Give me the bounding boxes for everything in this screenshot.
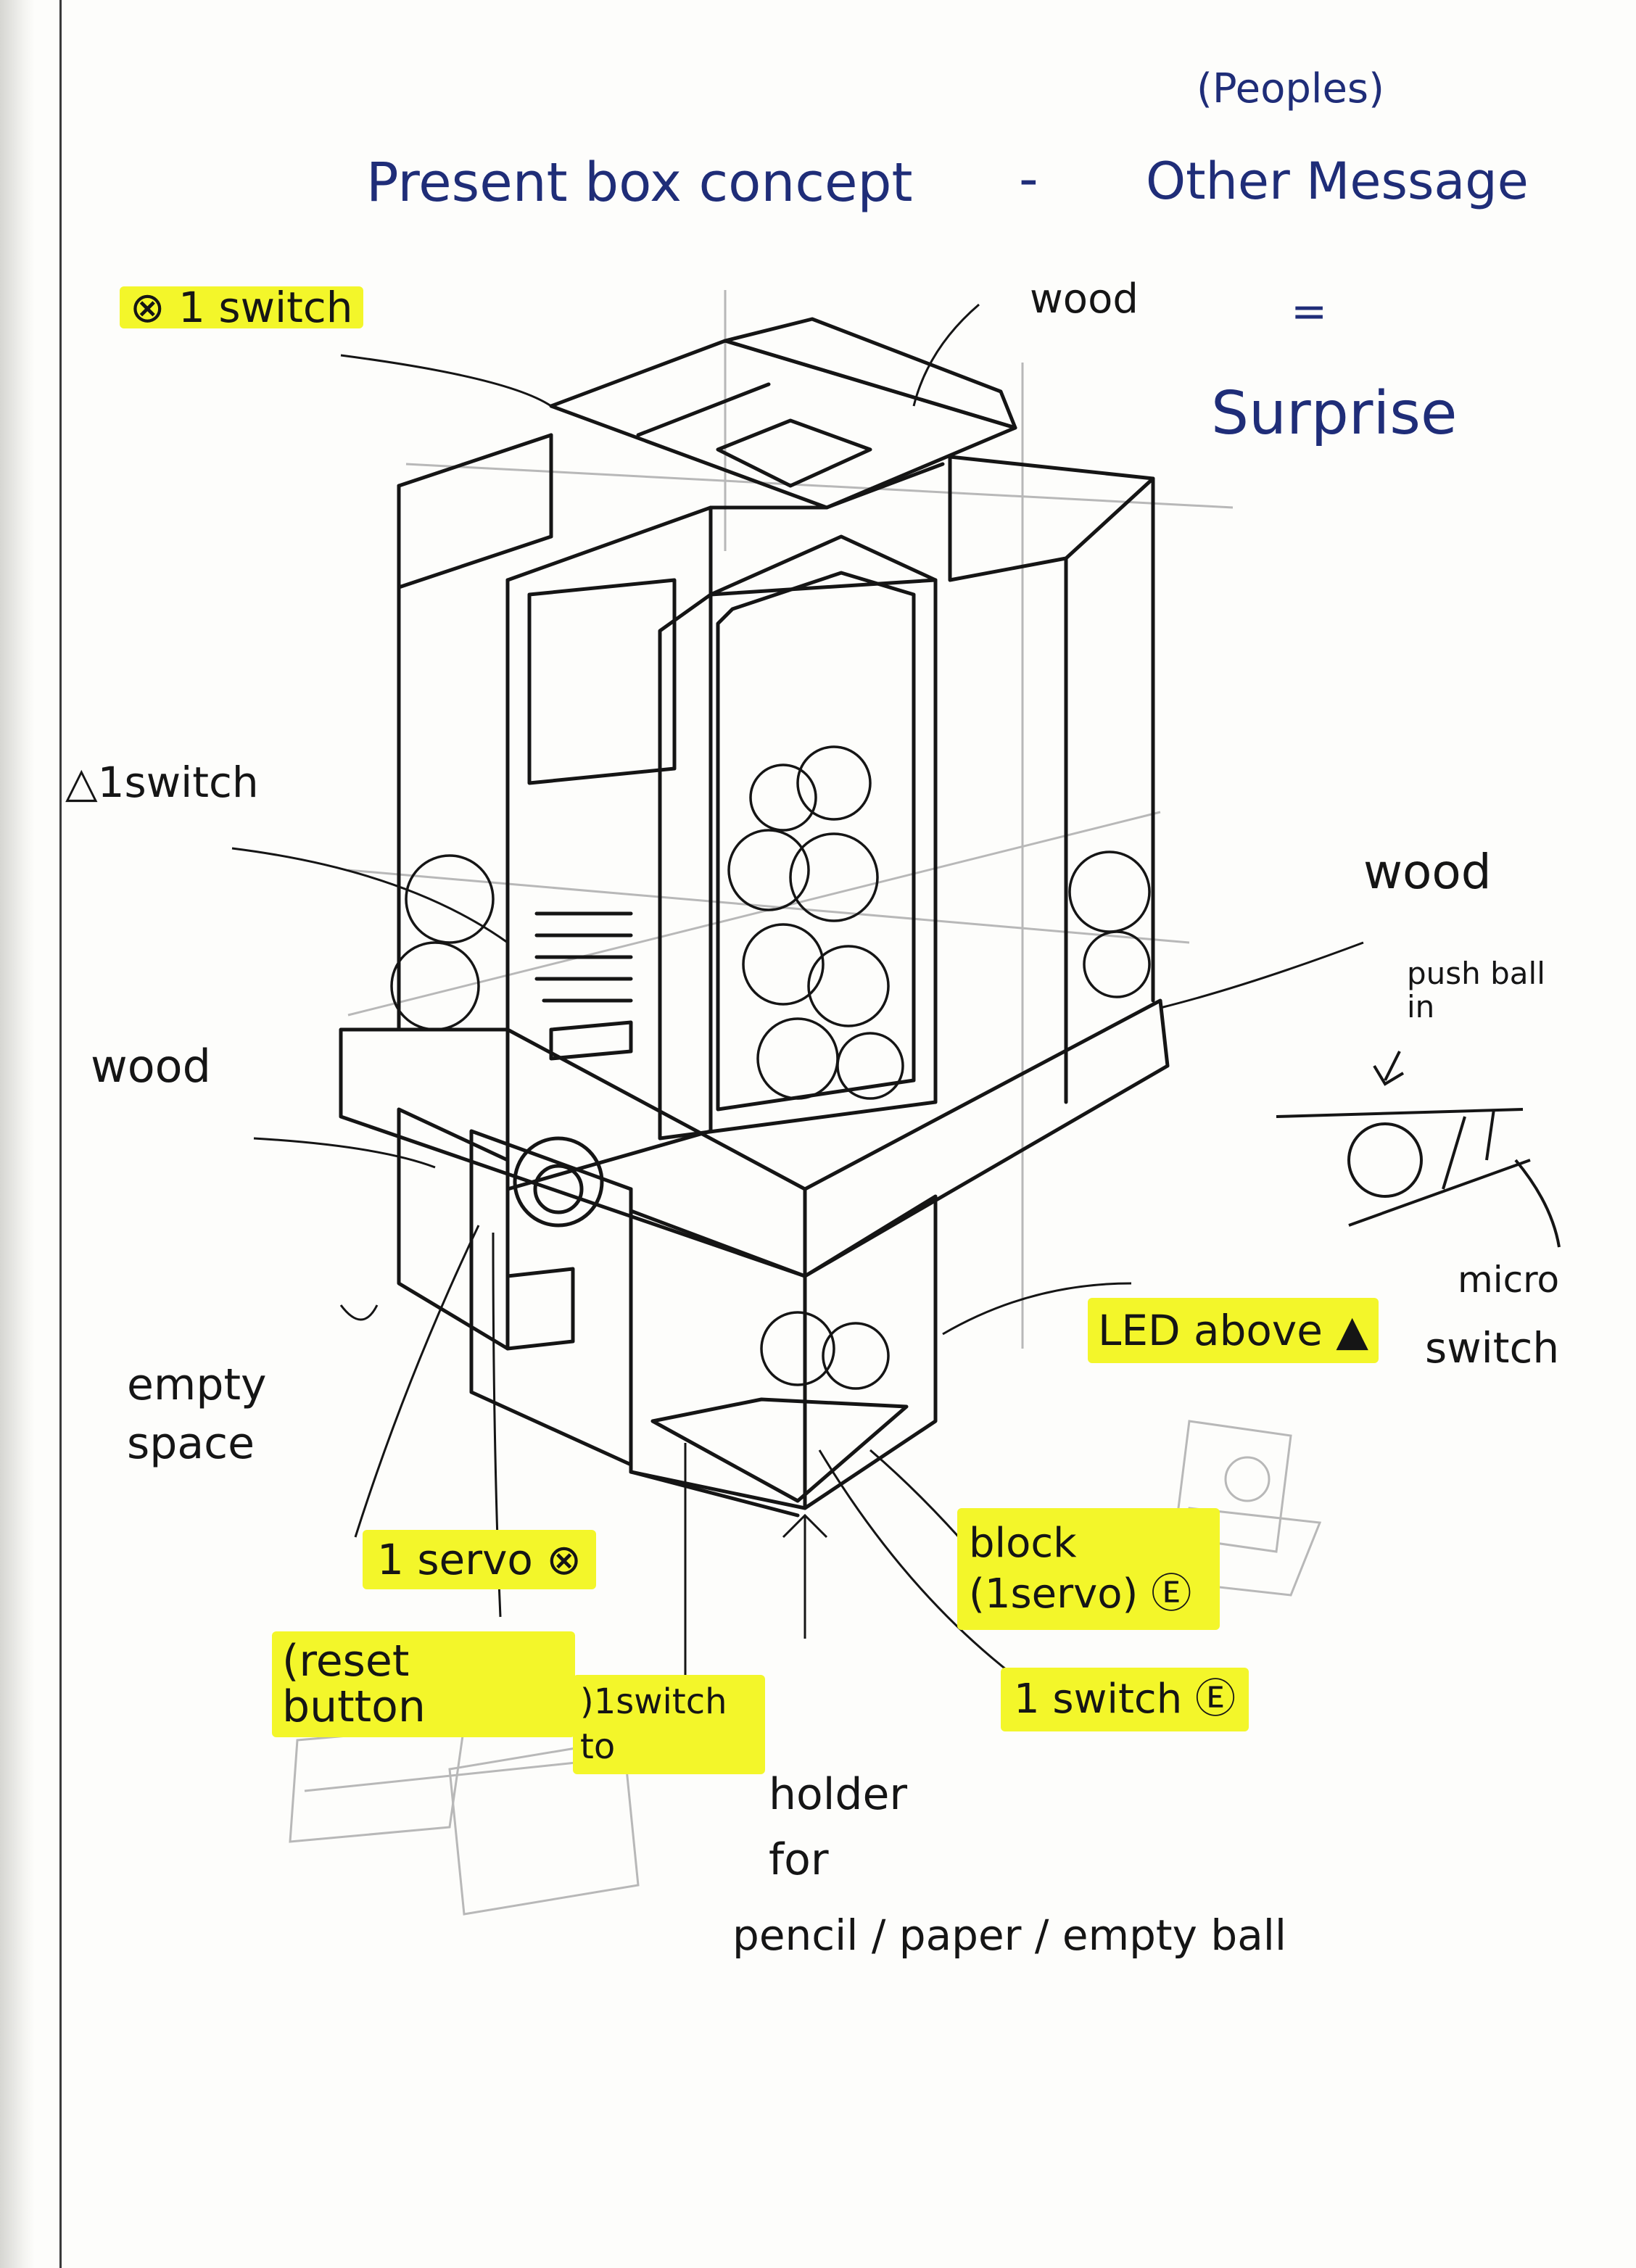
led-above-label: LED above ▲ xyxy=(1088,1298,1379,1363)
notebook-margin-line xyxy=(59,0,62,2268)
crossed-circle-icon: ⊗ xyxy=(130,283,165,332)
empty-space-label: empty space xyxy=(127,1359,267,1469)
capsule-balls xyxy=(390,745,1151,1390)
peoples-text: (Peoples) xyxy=(1197,65,1384,112)
wood-top-label: wood xyxy=(1030,276,1139,323)
notebook-spine xyxy=(0,0,35,2268)
leader-lines xyxy=(231,303,1364,1718)
holder-label: holder for xyxy=(769,1769,908,1885)
push-ball-in-label: push ball in xyxy=(1407,956,1545,1025)
block-servo-label: block (1servo) Ⓔ xyxy=(957,1508,1220,1630)
reset-button-label: (reset button xyxy=(272,1631,575,1737)
holder-items-label: pencil / paper / empty ball xyxy=(732,1911,1286,1960)
crossed-circle-icon: ⊗ xyxy=(546,1535,582,1584)
triangle-icon: ▲ xyxy=(1336,1306,1368,1355)
switch-to-label: )1switch to xyxy=(573,1675,765,1774)
switch-sigma-label: 1 switch Ⓔ xyxy=(1001,1668,1249,1731)
surprise-text: Surprise xyxy=(1211,379,1458,448)
wood-left-label: wood xyxy=(91,1040,211,1093)
other-message-text: Other Message xyxy=(1146,152,1529,211)
switch-top-label: ⊗ 1 switch xyxy=(120,286,363,328)
title-text: Present box concept xyxy=(366,152,913,214)
box-outline xyxy=(339,317,1170,1518)
servo-label: 1 servo ⊗ xyxy=(363,1530,596,1589)
sigma-circle-icon: Ⓔ xyxy=(1195,1676,1236,1723)
sigma-circle-icon: Ⓔ xyxy=(1151,1570,1192,1618)
title-dash: - xyxy=(1019,148,1038,210)
triangle-icon: △ xyxy=(65,758,98,807)
micro-label: micro xyxy=(1458,1259,1560,1301)
switch-label: switch xyxy=(1425,1323,1560,1373)
wood-right-label: wood xyxy=(1363,844,1492,900)
triangle-switch-label: △1switch xyxy=(65,758,259,807)
push-ball-detail xyxy=(1276,1051,1561,1248)
equals-sign: = xyxy=(1291,286,1328,337)
